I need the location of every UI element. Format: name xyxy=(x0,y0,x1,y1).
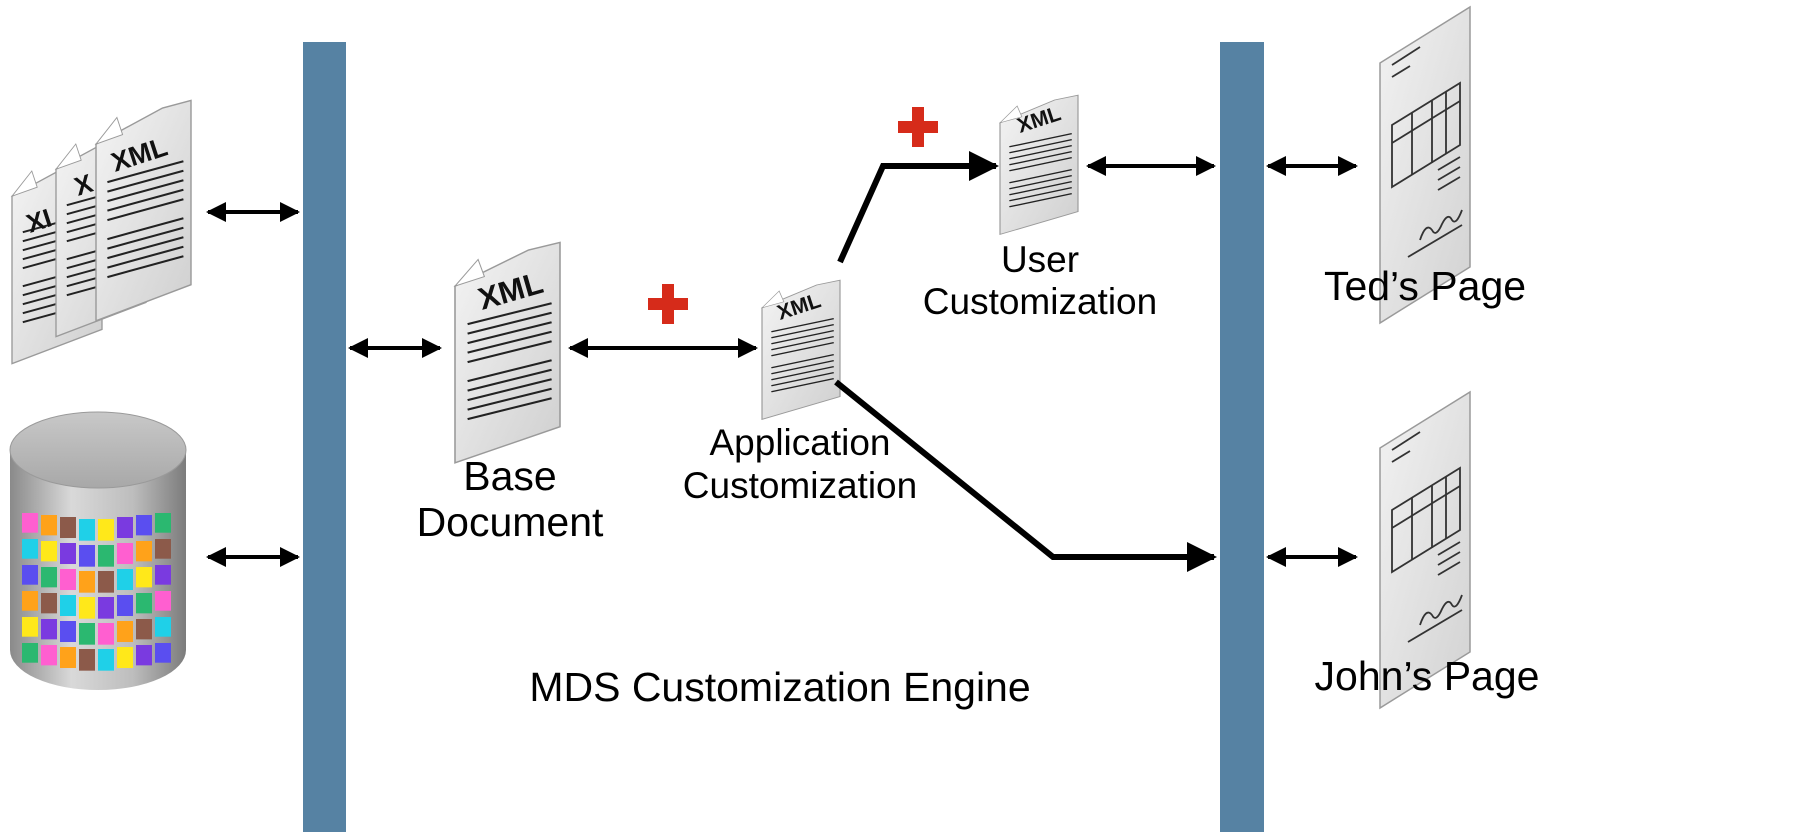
plus-icon xyxy=(648,284,688,324)
application-customization-label-line1: Application xyxy=(709,422,890,463)
database-cell xyxy=(41,541,57,562)
left-engine-bar xyxy=(303,42,346,832)
database-cell xyxy=(60,595,76,617)
database-cell xyxy=(117,543,133,565)
database-cell xyxy=(155,617,171,637)
database-cell xyxy=(117,595,133,617)
base-document-label-line2: Document xyxy=(417,499,604,545)
database-cell xyxy=(98,597,114,619)
teds-page-label: Ted’s Page xyxy=(1324,263,1526,309)
plus-icon xyxy=(898,107,938,147)
base-document-label-line1: Base xyxy=(463,453,556,499)
database-cell xyxy=(22,565,38,585)
database-cell xyxy=(41,619,57,640)
database-cell xyxy=(155,643,171,663)
arrow-application-engine xyxy=(834,379,1217,572)
database-cell xyxy=(79,649,95,671)
database-cell xyxy=(155,591,171,611)
database-cell xyxy=(60,647,76,669)
database-cell xyxy=(41,515,57,536)
database-cell xyxy=(79,545,95,567)
database-cell xyxy=(22,591,38,611)
database-cell xyxy=(79,519,95,541)
johns-page-label: John’s Page xyxy=(1315,653,1540,699)
database-cell xyxy=(155,565,171,585)
database-cell xyxy=(22,617,38,637)
database-cell xyxy=(41,567,57,588)
database-cell xyxy=(98,519,114,541)
database-cell xyxy=(98,571,114,593)
database-cell xyxy=(117,621,133,643)
database-cell xyxy=(22,643,38,663)
database-cell xyxy=(22,539,38,559)
database-cell xyxy=(117,647,133,669)
database-cell xyxy=(41,593,57,614)
database-cell xyxy=(98,649,114,671)
database-cell xyxy=(79,623,95,645)
database-cell xyxy=(136,619,152,640)
database-cell xyxy=(60,543,76,565)
database-cell xyxy=(136,567,152,588)
database-cell xyxy=(41,645,57,666)
database-cell xyxy=(60,569,76,591)
engine-label: MDS Customization Engine xyxy=(529,664,1030,710)
user-customization-label-line2: Customization xyxy=(923,281,1157,322)
right-engine-bar xyxy=(1220,42,1264,832)
application-customization-label-line2: Customization xyxy=(683,465,917,506)
database-icon xyxy=(9,411,187,690)
database-cell xyxy=(136,645,152,666)
database-cell xyxy=(136,593,152,614)
database-cell xyxy=(22,513,38,533)
database-cell xyxy=(79,597,95,619)
database-cell xyxy=(136,541,152,562)
user-customization-label-line1: User xyxy=(1001,239,1079,280)
xml-file-stack-icon: XI X XML xyxy=(11,99,193,365)
database-cell xyxy=(136,515,152,536)
database-cell xyxy=(155,539,171,559)
database-cell xyxy=(60,517,76,539)
database-cell xyxy=(60,621,76,643)
database-cell xyxy=(98,623,114,645)
database-cell-grid xyxy=(22,513,171,671)
database-cell xyxy=(98,545,114,567)
database-cell xyxy=(117,569,133,591)
database-cell xyxy=(117,517,133,539)
database-cell xyxy=(155,513,171,533)
database-cell xyxy=(79,571,95,593)
arrow-application-user xyxy=(837,151,999,264)
